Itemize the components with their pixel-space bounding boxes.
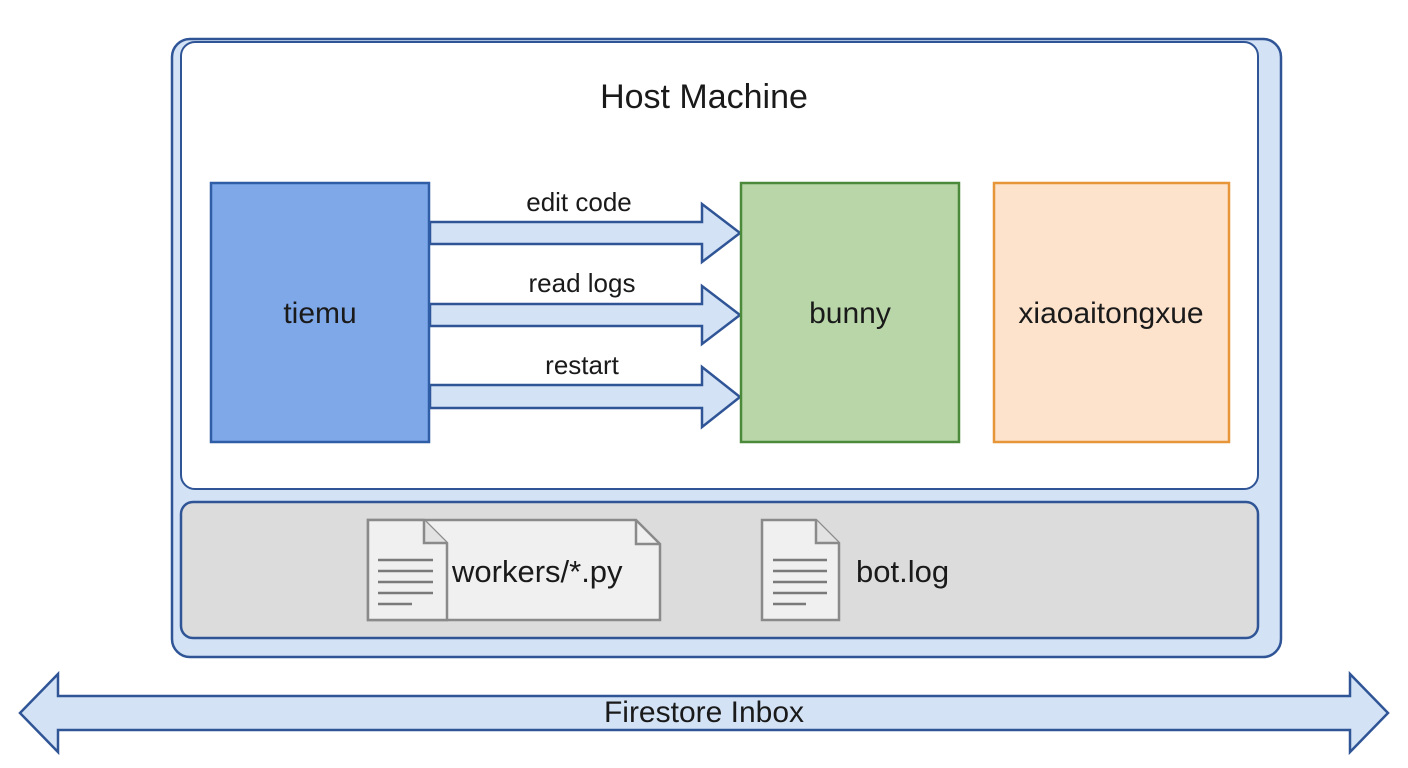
firestore-bus-arrow	[18, 670, 1390, 756]
file-label-workers: workers/*.py	[452, 554, 623, 589]
firestore-inbox-label: Firestore Inbox	[603, 696, 805, 729]
document-icon	[366, 518, 662, 622]
edge-label-edit-code: edit code	[526, 187, 632, 217]
arrow-edit-code	[428, 201, 743, 265]
node-bunny-box	[739, 181, 961, 444]
node-tiemu-label: tiemu	[283, 297, 357, 330]
file-label-bot-log: bot.log	[856, 554, 950, 589]
host-machine-title: Host Machine	[600, 78, 808, 116]
arrow-read-logs	[428, 283, 743, 347]
storage-panel	[179, 500, 1260, 640]
node-xiaoaitongxue-label: xiaoaitongxue	[1018, 297, 1204, 330]
arrow-restart	[428, 364, 743, 430]
host-panel	[180, 41, 1259, 490]
node-bunny-label: bunny	[809, 297, 891, 330]
node-tiemu-box	[209, 181, 431, 444]
document-icon	[760, 518, 841, 622]
edge-label-restart: restart	[545, 350, 619, 380]
node-xiaoaitongxue-box	[992, 181, 1231, 444]
edge-label-read-logs: read logs	[528, 268, 636, 298]
